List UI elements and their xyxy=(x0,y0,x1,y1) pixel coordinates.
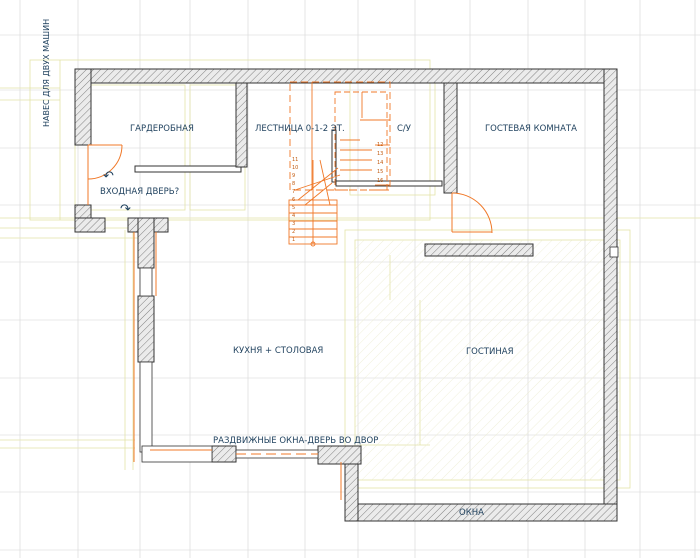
room-label-stair: ЛЕСТНИЦА 0-1-2 ЭТ. xyxy=(255,124,345,134)
wall-notch xyxy=(609,246,619,258)
doors xyxy=(87,144,493,500)
label-sliding-door: РАЗДВИЖНЫЕ ОКНА-ДВЕРЬ ВО ДВОР xyxy=(213,436,378,446)
room-label-entrance: ВХОДНАЯ ДВЕРЬ? xyxy=(100,187,179,197)
stair-step-number: 7 xyxy=(292,189,295,195)
stair-step-number: 6 xyxy=(292,197,295,203)
stair-step-number: 8 xyxy=(292,181,295,187)
room-label-guest-room: ГОСТЕВАЯ КОМНАТА xyxy=(485,124,577,134)
ghost-hatch xyxy=(355,240,620,480)
stair-step-number: 12 xyxy=(377,142,383,148)
stair-step-number: 15 xyxy=(377,169,383,175)
label-windows: ОКНА xyxy=(459,508,484,518)
window-openings xyxy=(139,267,319,463)
stair-step-number: 4 xyxy=(292,213,295,219)
stair-step-number: 16 xyxy=(377,178,383,184)
stair-step-number: 10 xyxy=(292,165,298,171)
walls xyxy=(74,68,618,522)
stair-step-number: 5 xyxy=(292,205,295,211)
room-label-living: ГОСТИНАЯ xyxy=(466,347,514,357)
stair-step-number: 11 xyxy=(292,157,298,163)
label-carport: НАВЕС ДЛЯ ДВУХ МАШИН xyxy=(42,19,51,127)
room-label-garderobnaya: ГАРДЕРОБНАЯ xyxy=(130,124,194,134)
stair-step-number: 13 xyxy=(377,151,383,157)
stair-drawing xyxy=(288,81,391,247)
stair-step-number: 9 xyxy=(292,173,295,179)
stair-step-numbers-upper: 12 13 14 15 16 xyxy=(377,142,383,184)
stair-step-numbers: 1 2 3 4 5 6 7 8 9 10 11 xyxy=(292,157,298,243)
stair-step-number: 1 xyxy=(292,237,295,243)
interior-partitions xyxy=(134,129,443,187)
stair-step-number: 3 xyxy=(292,221,295,227)
room-label-su: С/У xyxy=(397,124,412,134)
rotate-arrow-icon-2: ↷ xyxy=(120,202,132,217)
rotate-arrow-icon: ↶ xyxy=(103,169,114,184)
room-label-kitchen: КУХНЯ + СТОЛОВАЯ xyxy=(233,346,323,356)
stair-step-number: 14 xyxy=(377,160,383,166)
stair-step-number: 2 xyxy=(292,229,295,235)
